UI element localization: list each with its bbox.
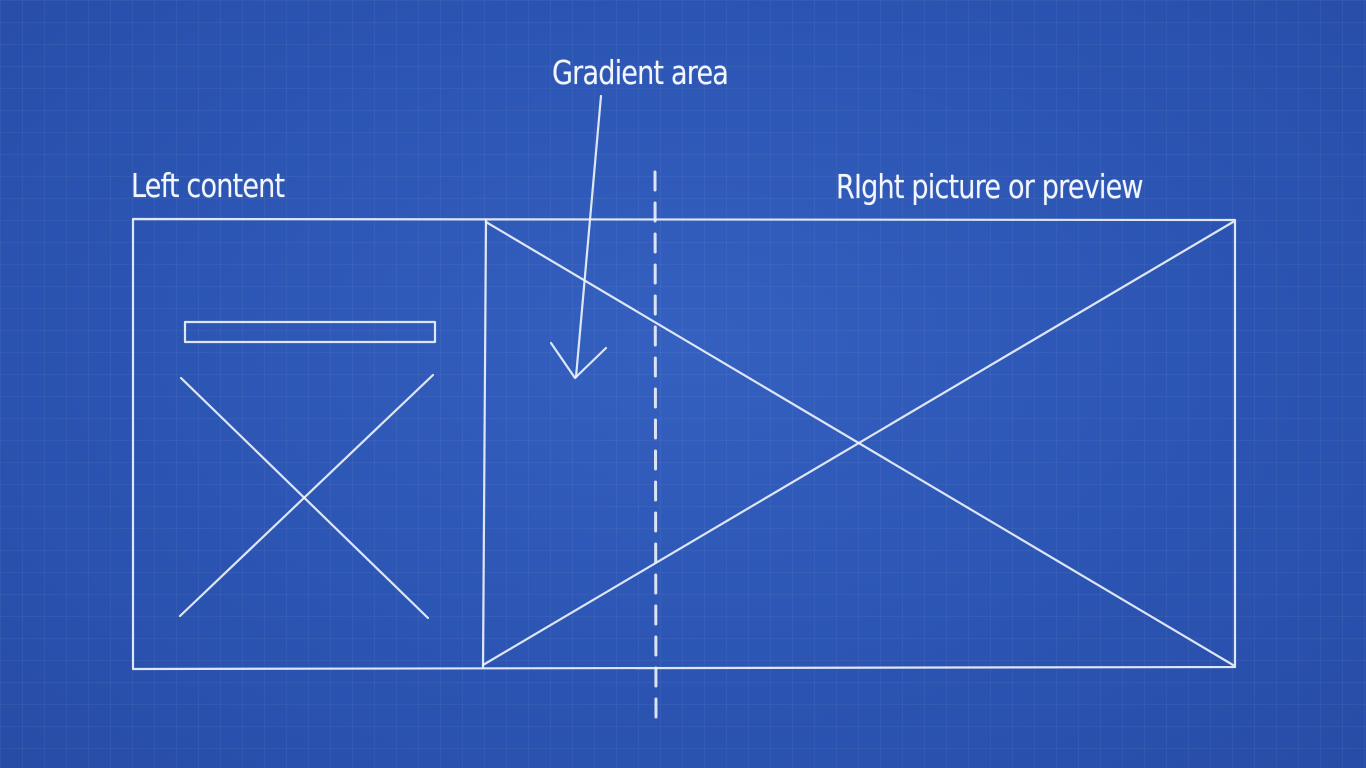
- right-picture-label: RIght picture or preview: [836, 167, 1144, 206]
- panel-divider: [481, 218, 488, 669]
- left-image-placeholder: [178, 373, 435, 620]
- left-content-label: Left content: [131, 166, 285, 205]
- left-title-bar-placeholder: [183, 320, 437, 344]
- right-picture-placeholder: [481, 220, 1235, 667]
- gradient-area-label: Gradient area: [552, 53, 729, 92]
- gradient-boundary-dashed-line: [653, 170, 658, 720]
- gradient-arrow-icon: [549, 94, 608, 380]
- outer-frame: [131, 217, 1237, 671]
